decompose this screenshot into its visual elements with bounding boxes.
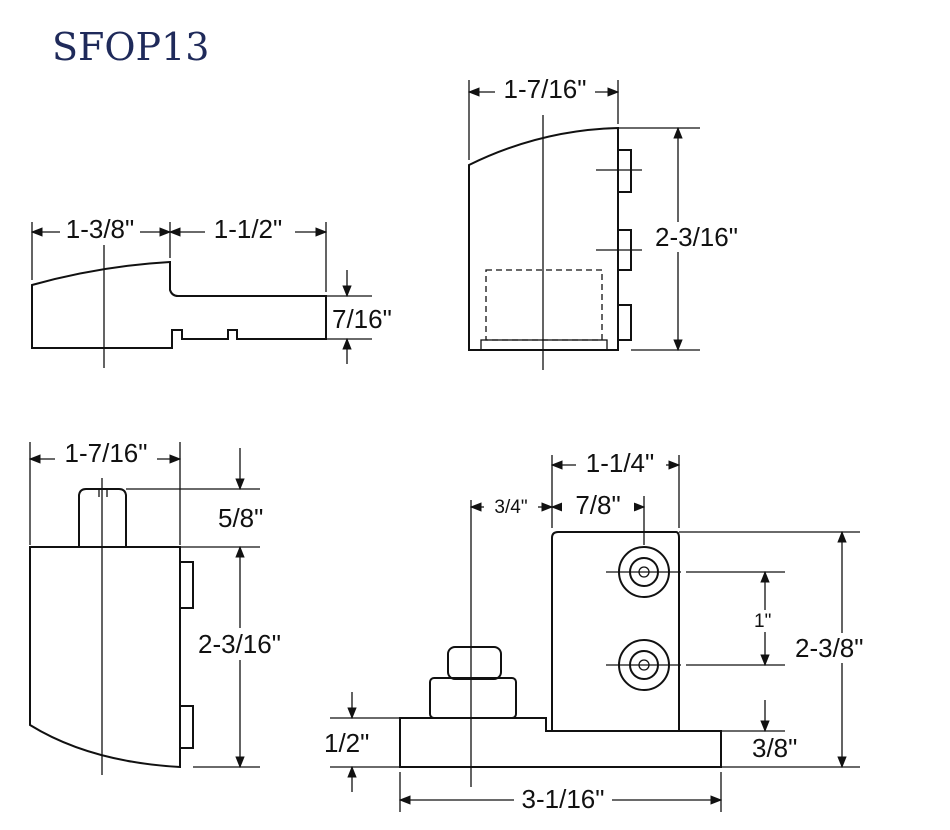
front-pin-height-label: 5/8" xyxy=(218,503,263,533)
side-width-left-label: 1-3/8" xyxy=(66,214,135,244)
elevation-offset-label: 3/4" xyxy=(494,497,527,518)
side-view-outline xyxy=(31,260,327,349)
elevation-plate-width-label: 1-1/4" xyxy=(586,448,655,478)
elevation-hole-offset-label: 7/8" xyxy=(575,490,620,520)
end-view-outline xyxy=(468,126,619,351)
end-view-lug-bottom xyxy=(617,304,632,341)
side-height-label: 7/16" xyxy=(332,304,392,334)
drawing-title: SFOP13 xyxy=(52,25,209,69)
elevation-hole-spacing-label: 1" xyxy=(754,611,771,632)
elevation-mounting-plate xyxy=(551,531,680,731)
side-width-right-label: 1-1/2" xyxy=(214,214,283,244)
elevation-pin-upper xyxy=(447,646,502,680)
elevation-plate-gap-label: 3/8" xyxy=(752,733,797,763)
elevation-plate-height-label: 2-3/8" xyxy=(795,633,864,663)
front-view-lug-top xyxy=(179,561,194,609)
elevation-base-height-label: 1/2" xyxy=(324,728,369,758)
side-view: 1-3/8" 1-1/2" 7/16" xyxy=(30,214,392,368)
elevation-pin-lower xyxy=(429,677,517,719)
elevation-overall-width-label: 3-1/16" xyxy=(522,784,605,814)
end-view-hidden-base xyxy=(485,269,603,341)
end-view: 1-7/16" 2-3/16" xyxy=(467,74,764,370)
front-height-label: 2-3/16" xyxy=(198,629,281,659)
elevation-view: 1-1/4" 3/4" 7/8" 1" 2-3/8" 3/8" 1/2" 3-1… xyxy=(324,448,888,814)
front-width-label: 1-7/16" xyxy=(65,438,148,468)
front-view: 1-7/16" 5/8" 2-3/16" xyxy=(28,438,308,775)
front-view-outline xyxy=(29,546,181,769)
end-width-label: 1-7/16" xyxy=(504,74,587,104)
end-view-lug-top xyxy=(617,149,632,193)
front-view-lug-bottom xyxy=(179,705,194,749)
end-height-label: 2-3/16" xyxy=(655,222,738,252)
elevation-base-plate xyxy=(399,717,722,768)
